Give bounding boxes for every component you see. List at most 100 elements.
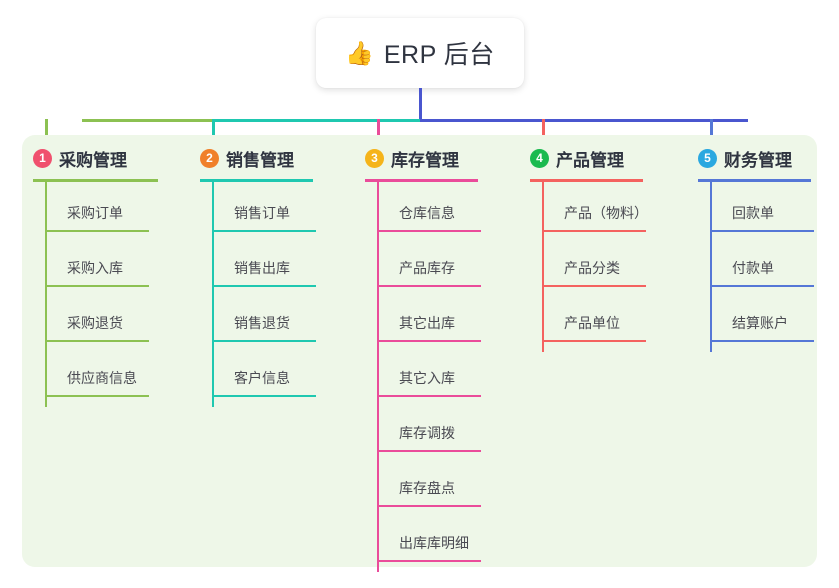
branch-spine-3 — [377, 179, 379, 572]
branch-drop-5 — [710, 119, 713, 143]
leaf-item[interactable]: 销售出库 — [212, 242, 322, 287]
leaf-item[interactable]: 供应商信息 — [45, 352, 155, 397]
branch-drop-1 — [45, 119, 48, 143]
leaf-item-label: 客户信息 — [234, 370, 290, 386]
leaf-item[interactable]: 客户信息 — [212, 352, 322, 397]
leaf-item-rule — [45, 395, 149, 397]
leaf-item-label: 付款单 — [732, 260, 774, 276]
leaf-item-rule — [45, 340, 149, 342]
branch-column-1: 1 采购管理采购订单采购入库采购退货供应商信息 — [33, 135, 183, 567]
leaf-item[interactable]: 付款单 — [710, 242, 820, 287]
leaf-item[interactable]: 销售退货 — [212, 297, 322, 342]
branch-title-5: 财务管理 — [724, 150, 792, 170]
leaf-item-label: 库存盘点 — [399, 480, 455, 496]
leaf-item-label: 出库库明细 — [399, 535, 469, 551]
branch-badge-1: 1 — [33, 148, 52, 168]
bus-green-segment — [82, 119, 214, 122]
branch-header-rule-1 — [33, 179, 158, 182]
leaf-item-label: 供应商信息 — [67, 370, 137, 386]
leaf-item[interactable]: 其它入库 — [377, 352, 487, 397]
leaf-item-label: 产品分类 — [564, 260, 620, 276]
leaf-item[interactable]: 产品单位 — [542, 297, 652, 342]
branch-badge-5: 5 — [698, 148, 717, 168]
branch-drop-2 — [212, 119, 215, 143]
branch-header-4[interactable]: 4 产品管理 — [530, 145, 624, 171]
leaf-item-rule — [710, 340, 814, 342]
leaf-item-label: 其它入库 — [399, 370, 455, 386]
root-node-label: ERP 后台 — [383, 41, 495, 69]
branch-header-rule-4 — [530, 179, 643, 182]
leaf-item-rule — [212, 340, 316, 342]
branch-drop-4 — [542, 119, 545, 143]
leaf-item[interactable]: 其它出库 — [377, 297, 487, 342]
leaf-item-rule — [710, 230, 814, 232]
branch-header-rule-3 — [365, 179, 478, 182]
branch-badge-4: 4 — [530, 148, 549, 168]
leaf-item[interactable]: 出库库明细 — [377, 517, 487, 562]
branch-column-4: 4 产品管理产品（物料） 产品分类产品单位 — [530, 135, 680, 567]
branches-panel: 1 采购管理采购订单采购入库采购退货供应商信息 2 销售管理销售订单销售出库销售退货客… — [22, 135, 817, 572]
leaf-item-rule — [45, 285, 149, 287]
leaf-item[interactable]: 产品（物料） — [542, 187, 652, 232]
leaf-item-label: 产品单位 — [564, 315, 620, 331]
leaf-item-rule — [542, 285, 646, 287]
leaf-item-label: 采购退货 — [67, 315, 123, 331]
leaf-item[interactable]: 回款单 — [710, 187, 820, 232]
branch-badge-2: 2 — [200, 148, 219, 168]
leaf-item[interactable]: 产品分类 — [542, 242, 652, 287]
leaf-item-rule — [710, 285, 814, 287]
leaf-item[interactable]: 采购退货 — [45, 297, 155, 342]
branch-drop-3 — [377, 119, 380, 143]
branch-spine-2 — [212, 179, 214, 407]
thumbs-up-icon: 👍 — [345, 39, 374, 66]
leaf-item-label: 采购订单 — [67, 205, 123, 221]
branch-column-2: 2 销售管理销售订单销售出库销售退货客户信息 — [200, 135, 350, 567]
leaf-item[interactable]: 采购入库 — [45, 242, 155, 287]
leaf-item-rule — [377, 395, 481, 397]
branch-header-rule-2 — [200, 179, 313, 182]
leaf-item-rule — [45, 230, 149, 232]
leaf-item-rule — [377, 285, 481, 287]
leaf-item-label: 销售订单 — [234, 205, 290, 221]
leaf-item-rule — [212, 230, 316, 232]
leaf-item-rule — [377, 340, 481, 342]
root-node-card[interactable]: 👍 ERP 后台 — [316, 18, 524, 88]
branch-title-4: 产品管理 — [556, 150, 624, 170]
leaf-item-rule — [212, 395, 316, 397]
leaf-item-label: 库存调拨 — [399, 425, 455, 441]
leaf-item-label: 其它出库 — [399, 315, 455, 331]
branch-header-rule-5 — [698, 179, 811, 182]
bus-teal-segment — [214, 119, 420, 122]
leaf-item-label: 产品库存 — [399, 260, 455, 276]
leaf-item-label: 回款单 — [732, 205, 774, 221]
leaf-item[interactable]: 库存盘点 — [377, 462, 487, 507]
leaf-item[interactable]: 销售订单 — [212, 187, 322, 232]
leaf-item[interactable]: 结算账户 — [710, 297, 820, 342]
branch-spine-5 — [710, 179, 712, 352]
branch-header-2[interactable]: 2 销售管理 — [200, 145, 294, 171]
leaf-item[interactable]: 仓库信息 — [377, 187, 487, 232]
leaf-item-rule — [212, 285, 316, 287]
leaf-item-label: 结算账户 — [732, 315, 788, 331]
leaf-item[interactable]: 库存调拨 — [377, 407, 487, 452]
leaf-item[interactable]: 产品库存 — [377, 242, 487, 287]
leaf-item-rule — [542, 340, 646, 342]
root-stem-line — [419, 88, 422, 122]
branch-header-1[interactable]: 1 采购管理 — [33, 145, 127, 171]
branch-header-5[interactable]: 5 财务管理 — [698, 145, 792, 171]
branch-title-1: 采购管理 — [59, 150, 127, 170]
leaf-item-rule — [377, 450, 481, 452]
branch-column-5: 5 财务管理回款单付款单结算账户 — [698, 135, 839, 567]
branch-title-3: 库存管理 — [391, 150, 459, 170]
bus-indigo-segment — [420, 119, 748, 122]
leaf-item-rule — [542, 230, 646, 232]
branch-title-2: 销售管理 — [226, 150, 294, 170]
leaf-item-label: 销售出库 — [234, 260, 290, 276]
leaf-item[interactable]: 采购订单 — [45, 187, 155, 232]
leaf-item-label: 销售退货 — [234, 315, 290, 331]
leaf-item-label: 采购入库 — [67, 260, 123, 276]
leaf-item-rule — [377, 230, 481, 232]
leaf-item-rule — [377, 505, 481, 507]
